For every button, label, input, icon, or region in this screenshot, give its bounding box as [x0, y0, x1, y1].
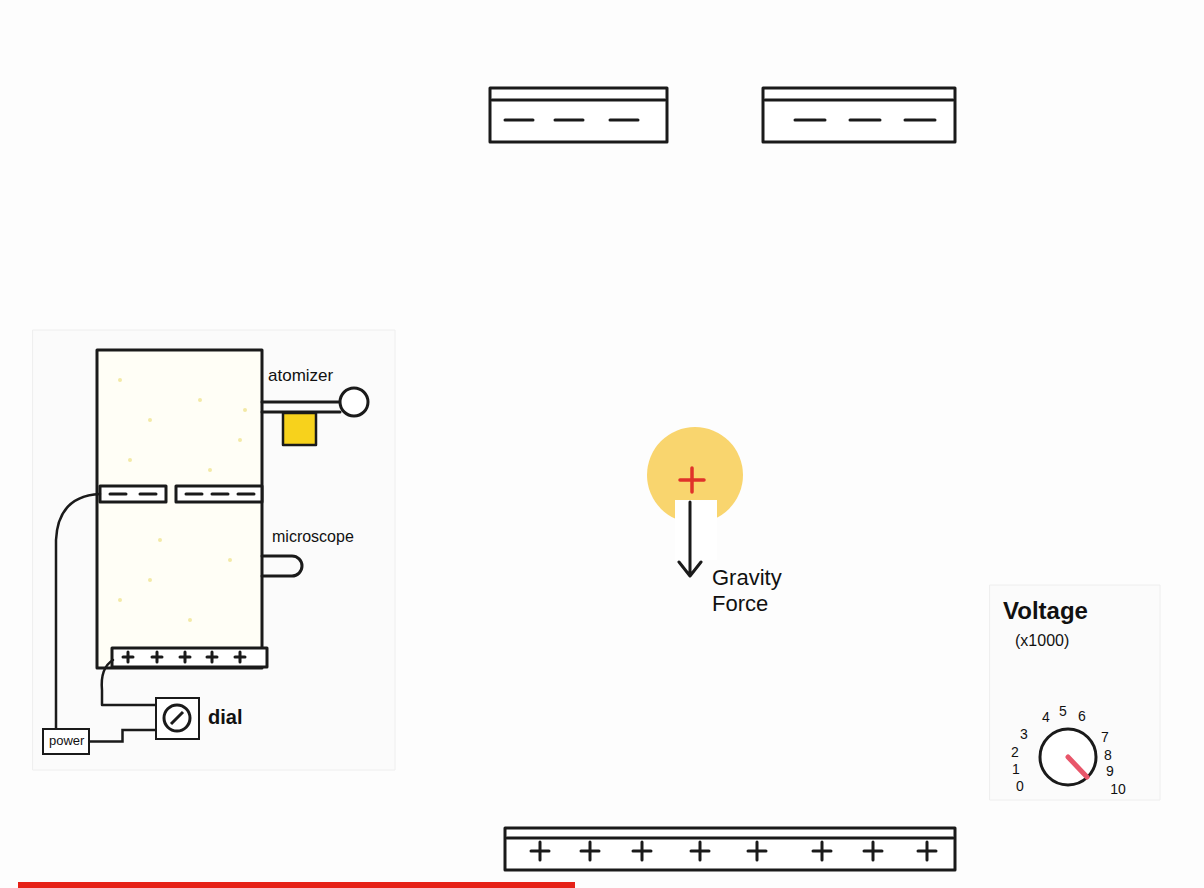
oil-droplet — [118, 378, 122, 382]
plus-sign — [633, 842, 651, 860]
minus-sign — [212, 493, 228, 496]
minus-sign — [610, 119, 638, 122]
minus-sign — [555, 119, 583, 122]
dial-number: 7 — [1101, 729, 1109, 746]
dial-number: 0 — [1016, 778, 1024, 795]
dial-number: 2 — [1011, 744, 1019, 761]
dial-number: 8 — [1104, 747, 1112, 764]
label: (x1000) — [1015, 631, 1069, 650]
dial-number: 10 — [1110, 781, 1126, 798]
dial-number: 9 — [1106, 763, 1114, 780]
minus-sign — [850, 119, 880, 122]
dial-number: 4 — [1042, 709, 1050, 726]
minus-sign — [238, 493, 254, 496]
plus-sign — [235, 652, 245, 662]
dial-number: 6 — [1078, 708, 1086, 725]
oil-droplet — [148, 418, 152, 422]
plus-sign — [152, 652, 162, 662]
dial-knob — [157, 699, 198, 738]
power-box: power — [42, 728, 90, 755]
plus-sign — [918, 842, 936, 860]
oil-droplet — [208, 468, 212, 472]
oil-droplet — [118, 598, 122, 602]
minus-sign — [140, 493, 156, 496]
wire — [90, 730, 155, 742]
plus-sign — [207, 652, 217, 662]
minus-sign — [186, 493, 202, 496]
dial-number: 1 — [1012, 761, 1020, 778]
node-label: power — [49, 730, 83, 752]
minus-sign — [505, 119, 533, 122]
label: Voltage — [1003, 597, 1088, 626]
plus-sign — [748, 842, 766, 860]
label: atomizer — [268, 366, 333, 386]
dial-box: dial — [155, 697, 200, 740]
node-label: dial — [208, 706, 242, 729]
plus-sign — [123, 652, 133, 662]
minus-sign — [905, 119, 935, 122]
plus-sign — [581, 842, 599, 860]
minus-sign — [110, 493, 126, 496]
plus-sign — [531, 842, 549, 860]
oil-droplet — [148, 578, 152, 582]
oil-droplet — [188, 618, 192, 622]
oil-droplet — [228, 558, 232, 562]
minus-sign — [795, 119, 825, 122]
oil-droplet — [238, 438, 242, 442]
plus-sign — [813, 842, 831, 860]
plus-sign — [864, 842, 882, 860]
oil-droplet — [243, 408, 247, 412]
label: microscope — [272, 527, 354, 546]
oil-droplet — [158, 538, 162, 542]
dial-number: 5 — [1059, 703, 1067, 720]
dial-number: 3 — [1020, 726, 1028, 743]
oil-droplet — [128, 458, 132, 462]
plus-sign — [691, 842, 709, 860]
oil-droplet — [198, 398, 202, 402]
label: Gravity Force — [712, 565, 812, 618]
plus-sign — [180, 652, 190, 662]
